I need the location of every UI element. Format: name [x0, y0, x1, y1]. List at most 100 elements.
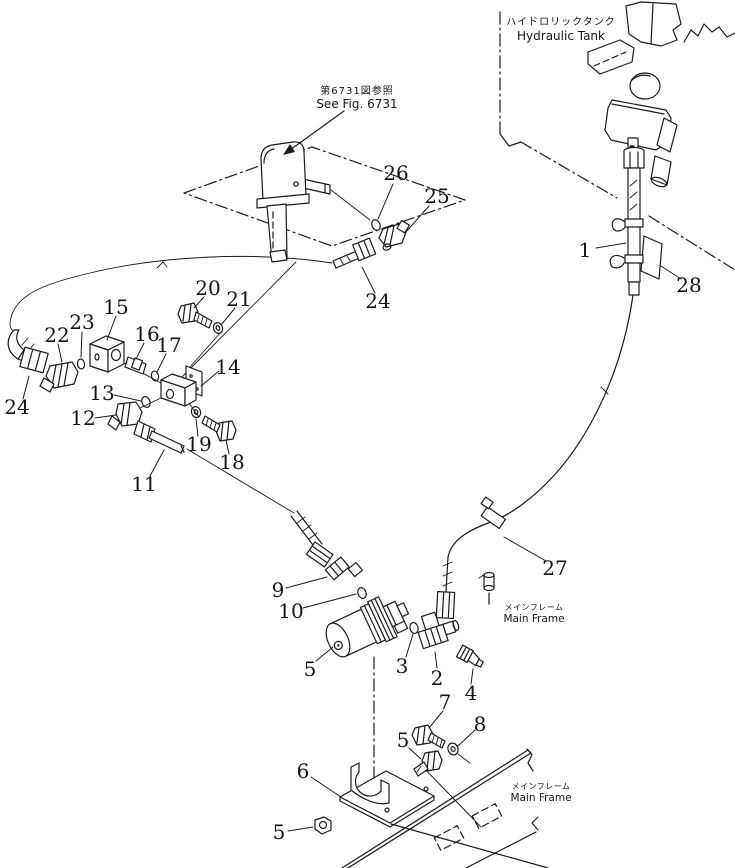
callout-24-right: 24 [365, 289, 390, 313]
callout-5-nut: 5 [273, 820, 286, 844]
leader-27 [503, 536, 547, 562]
edge-brace-lower [531, 816, 539, 831]
nipple-16 [124, 356, 147, 375]
leader-11 [149, 449, 165, 477]
see-fig-arrow [283, 110, 345, 155]
callout-27: 27 [542, 556, 567, 580]
label-main-frame-middle-jp: メインフレーム [504, 603, 563, 612]
leader-10 [302, 593, 357, 609]
washer-21 [212, 322, 224, 334]
elbow-9 [324, 556, 363, 581]
leader-22 [57, 343, 63, 363]
hose-nut [435, 590, 456, 620]
elbow-22 [39, 361, 79, 393]
label-main-frame-middle-en: Main Frame [503, 613, 564, 625]
fitting-cluster [39, 302, 237, 454]
bolt-5 [413, 750, 443, 777]
leader-28 [660, 265, 682, 280]
leader-6 [310, 776, 342, 798]
clamp-mount-bushing [478, 571, 495, 605]
hose-24-right-end [332, 237, 377, 269]
boundary-lines [177, 11, 735, 382]
leader-9 [285, 576, 328, 589]
block-14 [160, 365, 203, 407]
leader-20 [193, 296, 205, 309]
tank-skyline [683, 23, 735, 43]
edge-brace-upper [526, 748, 534, 772]
tube-1-assembly [609, 146, 663, 296]
o-ring-3 [409, 621, 419, 635]
callout-28: 28 [676, 273, 701, 297]
fitting-11 [133, 420, 185, 454]
callout-21: 21 [226, 287, 251, 311]
callout-7: 7 [439, 690, 452, 714]
leader-8 [457, 729, 476, 747]
callout-4: 4 [465, 681, 478, 705]
o-ring-10 [357, 587, 367, 599]
wire-clip-28-upper [611, 218, 626, 232]
washer-8 [447, 742, 459, 756]
callout-22: 22 [44, 323, 69, 347]
mount-plate-outline [183, 146, 466, 247]
hydraulic-tank-assembly [587, 1, 682, 188]
return-hose-assembly [435, 294, 634, 620]
callout-1: 1 [579, 238, 592, 262]
callout-12: 12 [70, 406, 95, 430]
leader-3 [405, 633, 414, 658]
callout-24-left: 24 [4, 395, 29, 419]
leader-16 [135, 342, 145, 360]
callout-5-bolt: 5 [397, 728, 410, 752]
leader-5-bolt [408, 747, 422, 760]
leader-1 [595, 242, 627, 249]
callout-19: 19 [186, 432, 211, 456]
leader-7 [428, 710, 444, 729]
label-hydraulic-tank-en: Hydraulic Tank [517, 29, 605, 43]
leader-5-nut [287, 826, 314, 832]
callout-18: 18 [219, 450, 244, 474]
leader-21 [220, 307, 236, 326]
leader-23 [80, 331, 83, 358]
label-hydraulic-tank-jp: ハイドロリックタンク [506, 16, 615, 28]
bolt-18 [201, 415, 237, 442]
leader-26 [377, 183, 394, 220]
leader-24-right [361, 266, 376, 294]
callout-9: 9 [272, 578, 285, 602]
leader-24-left [22, 375, 30, 400]
leader-5-valve [315, 646, 334, 662]
callout-10: 10 [278, 599, 303, 623]
projection-line [177, 261, 297, 382]
callout-6: 6 [297, 759, 310, 783]
o-ring-26 [371, 219, 381, 231]
leader-19 [195, 418, 199, 437]
o-ring-17 [150, 370, 160, 382]
elbow-25 [378, 219, 410, 251]
callout-20: 20 [195, 276, 220, 300]
clamp-plate [640, 235, 663, 280]
leader-14 [200, 370, 220, 387]
callout-25: 25 [424, 184, 449, 208]
callout-8: 8 [474, 712, 487, 736]
o-ring-23 [76, 358, 86, 370]
hose-arc [490, 294, 634, 523]
callout-5-valve: 5 [304, 657, 317, 681]
callout-15: 15 [103, 295, 128, 319]
suction-hose-group [186, 448, 367, 599]
bolt-20 [177, 302, 213, 329]
clamp-band-upper [624, 218, 644, 228]
callout-13: 13 [89, 381, 114, 405]
box-see-fig-6731 [256, 141, 331, 263]
bolt-7 [411, 724, 446, 749]
leader-13 [113, 394, 142, 402]
nut-5 [314, 816, 332, 835]
hose-clamp-27 [480, 496, 507, 530]
leader-lines [22, 183, 682, 832]
bracket-6 [339, 762, 435, 828]
leader-2 [434, 651, 438, 669]
wire-clip-28-lower [609, 254, 625, 269]
elbow-2-group [409, 611, 484, 668]
callout-26: 26 [383, 161, 408, 185]
callout-16: 16 [134, 322, 159, 346]
